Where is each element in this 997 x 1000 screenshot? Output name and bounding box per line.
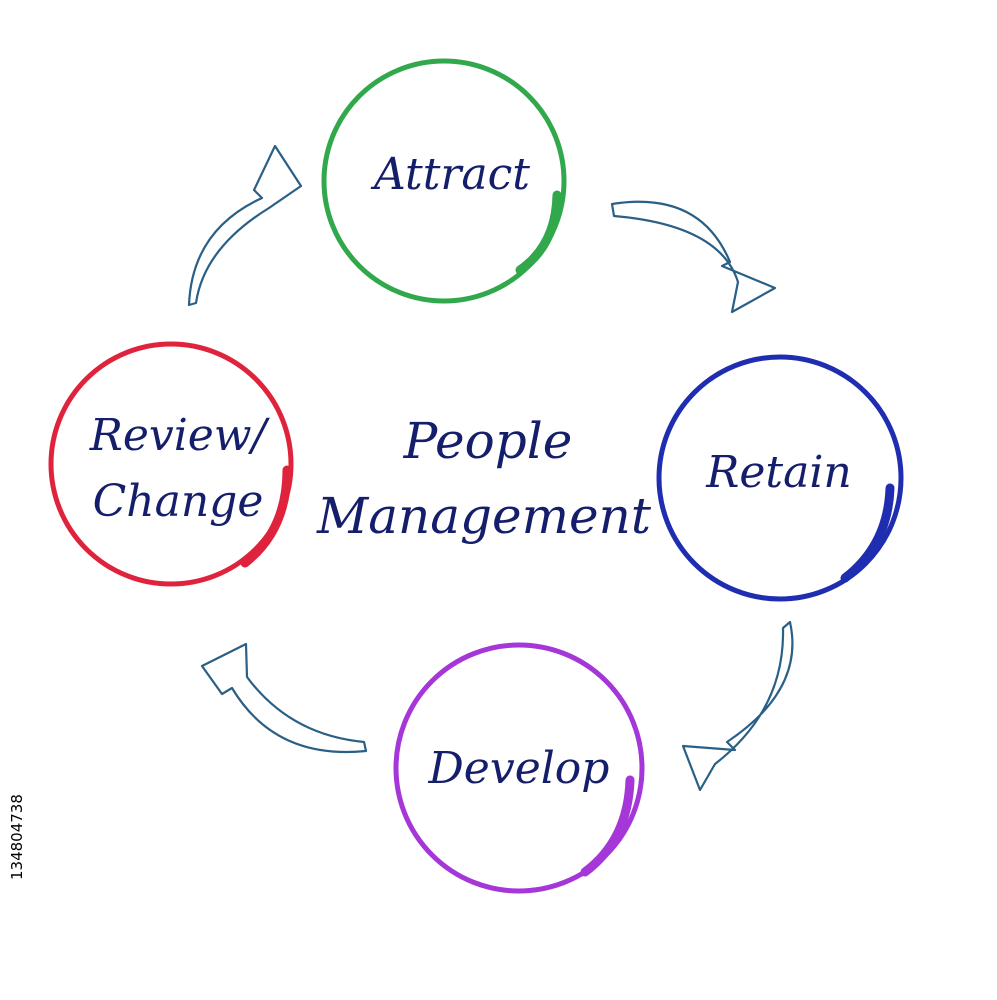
stage-attract-ring-stroke [515, 190, 562, 275]
stage-develop-label: Develop [428, 743, 610, 794]
center-title-line2: Management [316, 487, 652, 545]
stage-review-label-line1: Review/ [89, 410, 271, 461]
stage-retain-label: Retain [705, 447, 852, 498]
stage-review-label-line2: Change [93, 476, 264, 527]
stage-develop-ring [393, 642, 645, 894]
stage-review-ring-stroke [240, 465, 292, 568]
stage-retain-ring-stroke [840, 483, 895, 583]
arrow-develop-to-review [200, 642, 368, 754]
stage-retain: Retain [656, 354, 904, 602]
stage-review-ring [48, 341, 294, 587]
stage-review: Review/ Change [48, 341, 294, 587]
arrow-attract-to-retain [610, 200, 777, 314]
stage-attract-ring [321, 58, 567, 304]
center-title: People Management [316, 412, 652, 545]
arrow-review-to-attract [187, 144, 303, 307]
arrow-retain-to-develop [681, 620, 794, 792]
stock-id-watermark: 134804738 [8, 794, 26, 880]
stage-develop-ring-stroke [580, 775, 635, 877]
center-title-line1: People [403, 412, 573, 470]
stage-retain-ring [656, 354, 904, 602]
stage-attract: Attract [321, 58, 567, 304]
stage-attract-label: Attract [370, 149, 530, 200]
stage-develop: Develop [393, 642, 645, 894]
